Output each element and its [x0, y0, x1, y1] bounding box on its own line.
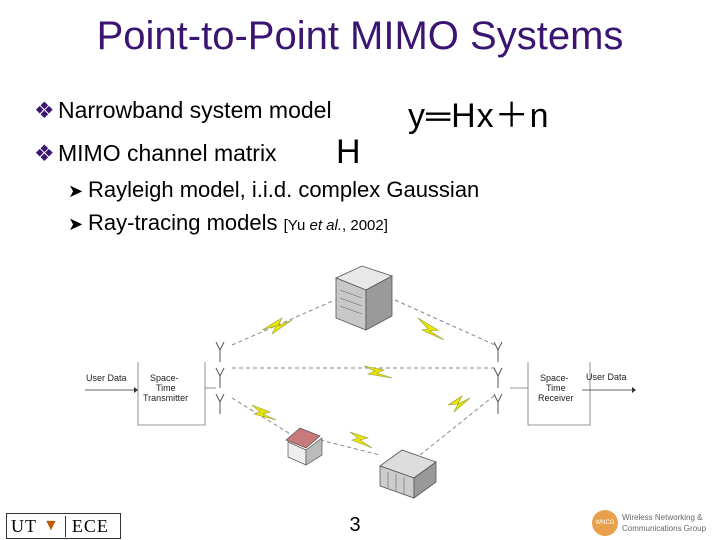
svg-text:Receiver: Receiver: [538, 393, 574, 403]
wncg-logo: WNCG Wireless Networking & Communication…: [592, 510, 717, 538]
rx-block: Space- Time Receiver User Data: [510, 362, 636, 426]
svg-text:Space-: Space-: [540, 373, 569, 383]
matrix-symbol: H: [336, 133, 362, 171]
lightning-bolt-icon: [261, 317, 293, 335]
wncg-badge-icon: WNCG: [592, 510, 618, 536]
warehouse-icon: [379, 449, 437, 499]
tx-user-data-label: User Data: [86, 373, 127, 383]
svg-text:Time: Time: [546, 383, 566, 393]
slide-title: Point-to-Point MIMO Systems: [96, 14, 624, 58]
longhorn-icon: ▼: [43, 517, 59, 534]
propagation-paths: [231, 299, 496, 456]
bullet-system-model: ❖Narrowband system model: [34, 97, 332, 123]
bullet-channel-matrix: ❖MIMO channel matrix: [34, 140, 277, 166]
lightning-bolt-icon: [363, 365, 393, 379]
tx-antenna-array: [215, 341, 225, 414]
rx-user-data-label: User Data: [586, 372, 627, 382]
lightning-bolt-icon: [251, 404, 277, 421]
lightning-bolt-icon: [349, 431, 373, 449]
lightning-bolt-icon: [417, 317, 445, 341]
citation: [Yu et al., 2002]: [283, 217, 388, 234]
tx-block: User Data Space- Time Transmitter: [85, 362, 216, 426]
rx-antenna-array: [493, 341, 503, 414]
svg-text:Time: Time: [156, 383, 176, 393]
bullet-diamond-icon: ❖: [34, 97, 55, 123]
arrow-bullet-icon: ➤: [68, 214, 84, 234]
lightning-bolts: [251, 317, 471, 449]
office-building-icon: [334, 265, 394, 331]
bullet-diamond-icon: ❖: [34, 140, 55, 166]
ut-ece-logo: UT ▼ ECE: [6, 513, 121, 539]
system-equation: y═Hx＋n: [408, 97, 550, 135]
svg-text:Transmitter: Transmitter: [143, 393, 188, 403]
svg-text:Space-: Space-: [150, 373, 179, 383]
lightning-bolt-icon: [447, 395, 471, 413]
sub-bullet-raytracing: ➤Ray-tracing models [Yu et al., 2002]: [68, 210, 388, 235]
sub-bullet-rayleigh: ➤Rayleigh model, i.i.d. complex Gaussian: [68, 177, 480, 202]
arrow-bullet-icon: ➤: [68, 181, 84, 201]
page-number: 3: [349, 514, 361, 536]
house-icon: [285, 427, 323, 466]
